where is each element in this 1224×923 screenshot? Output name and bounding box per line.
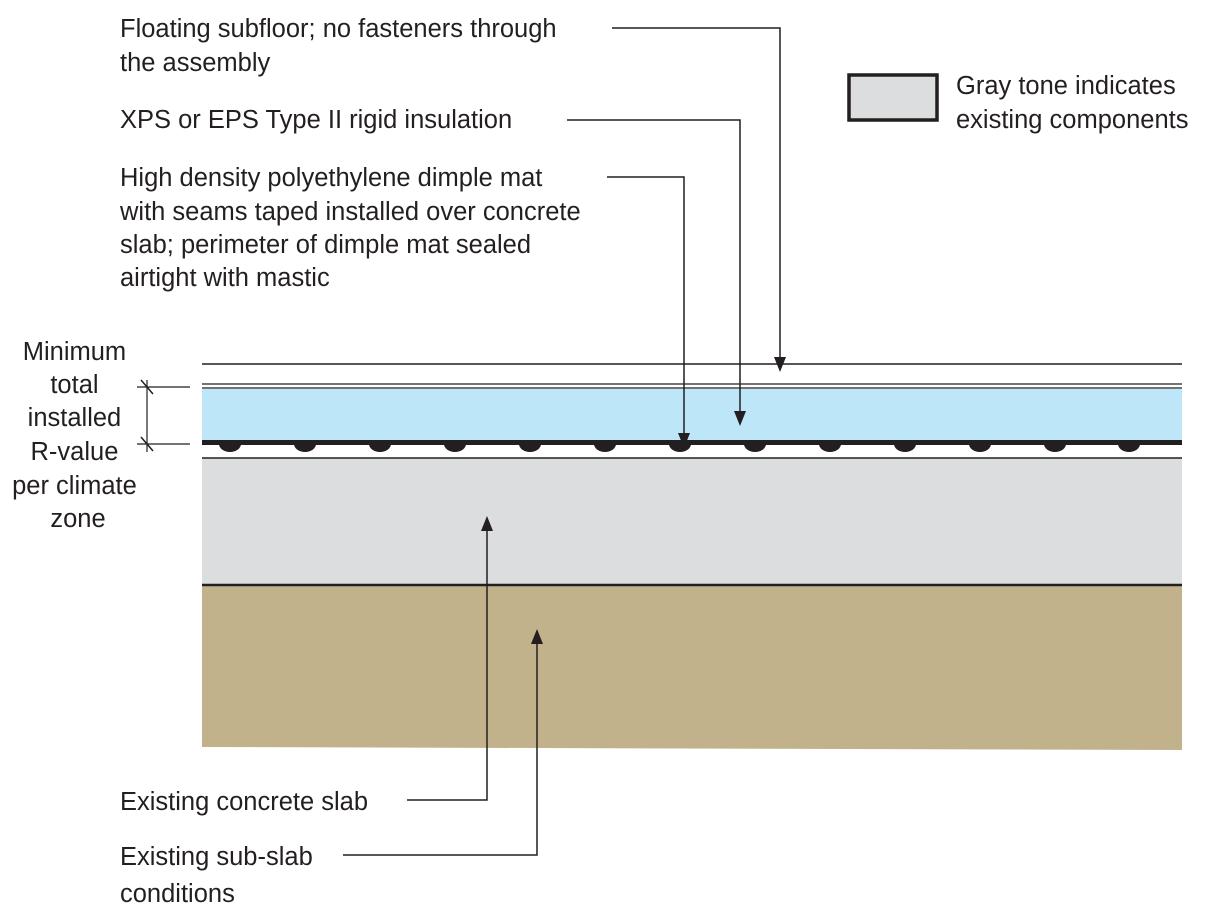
rigid-insulation-layer xyxy=(202,389,1182,440)
dimple xyxy=(594,444,616,452)
sub-slab-arrowhead xyxy=(531,629,543,644)
dimple xyxy=(519,444,541,452)
dimple-mat-sheet xyxy=(202,440,1182,445)
dimple-mat-label: High density polyethylene dimple mat wit… xyxy=(119,164,588,292)
dimple xyxy=(369,444,391,452)
dimple xyxy=(669,444,691,452)
dimple xyxy=(219,444,241,452)
sub-slab-leader xyxy=(343,643,538,856)
concrete-slab-leader xyxy=(407,530,488,801)
dimple xyxy=(819,444,841,452)
subfloor-label: Floating subfloor; no fasteners through … xyxy=(120,15,564,77)
insulation-label: XPS or EPS Type II rigid insulation xyxy=(120,106,512,134)
subfloor-arrowhead xyxy=(774,357,786,372)
dimple xyxy=(1044,444,1066,452)
r-value-tick-bottom xyxy=(140,436,154,452)
dimple-mat-leader xyxy=(607,176,685,434)
legend-label: Gray tone indicates existing components xyxy=(956,72,1188,134)
insulation-leader xyxy=(567,119,741,412)
sub-slab-layer xyxy=(202,585,1182,750)
sub-slab-label: Existing sub-slab conditions xyxy=(120,843,320,908)
dimple xyxy=(294,444,316,452)
subfloor-leader xyxy=(612,27,781,358)
legend-swatch xyxy=(847,73,939,122)
dimple xyxy=(1118,444,1140,452)
concrete-slab-arrowhead xyxy=(481,516,493,531)
dimple xyxy=(969,444,991,452)
r-value-tick-top xyxy=(140,379,154,395)
dimple-mat-arrowhead xyxy=(678,433,690,448)
r-value-label: Minimum total installed R-value per clim… xyxy=(12,338,144,533)
dimple xyxy=(744,444,766,452)
insulation-arrowhead xyxy=(734,411,746,426)
concrete-slab-layer xyxy=(202,458,1182,585)
concrete-slab-label: Existing concrete slab xyxy=(120,788,368,816)
dimple xyxy=(894,444,916,452)
dimple xyxy=(444,444,466,452)
dimple-mat-dimples xyxy=(219,444,1140,452)
